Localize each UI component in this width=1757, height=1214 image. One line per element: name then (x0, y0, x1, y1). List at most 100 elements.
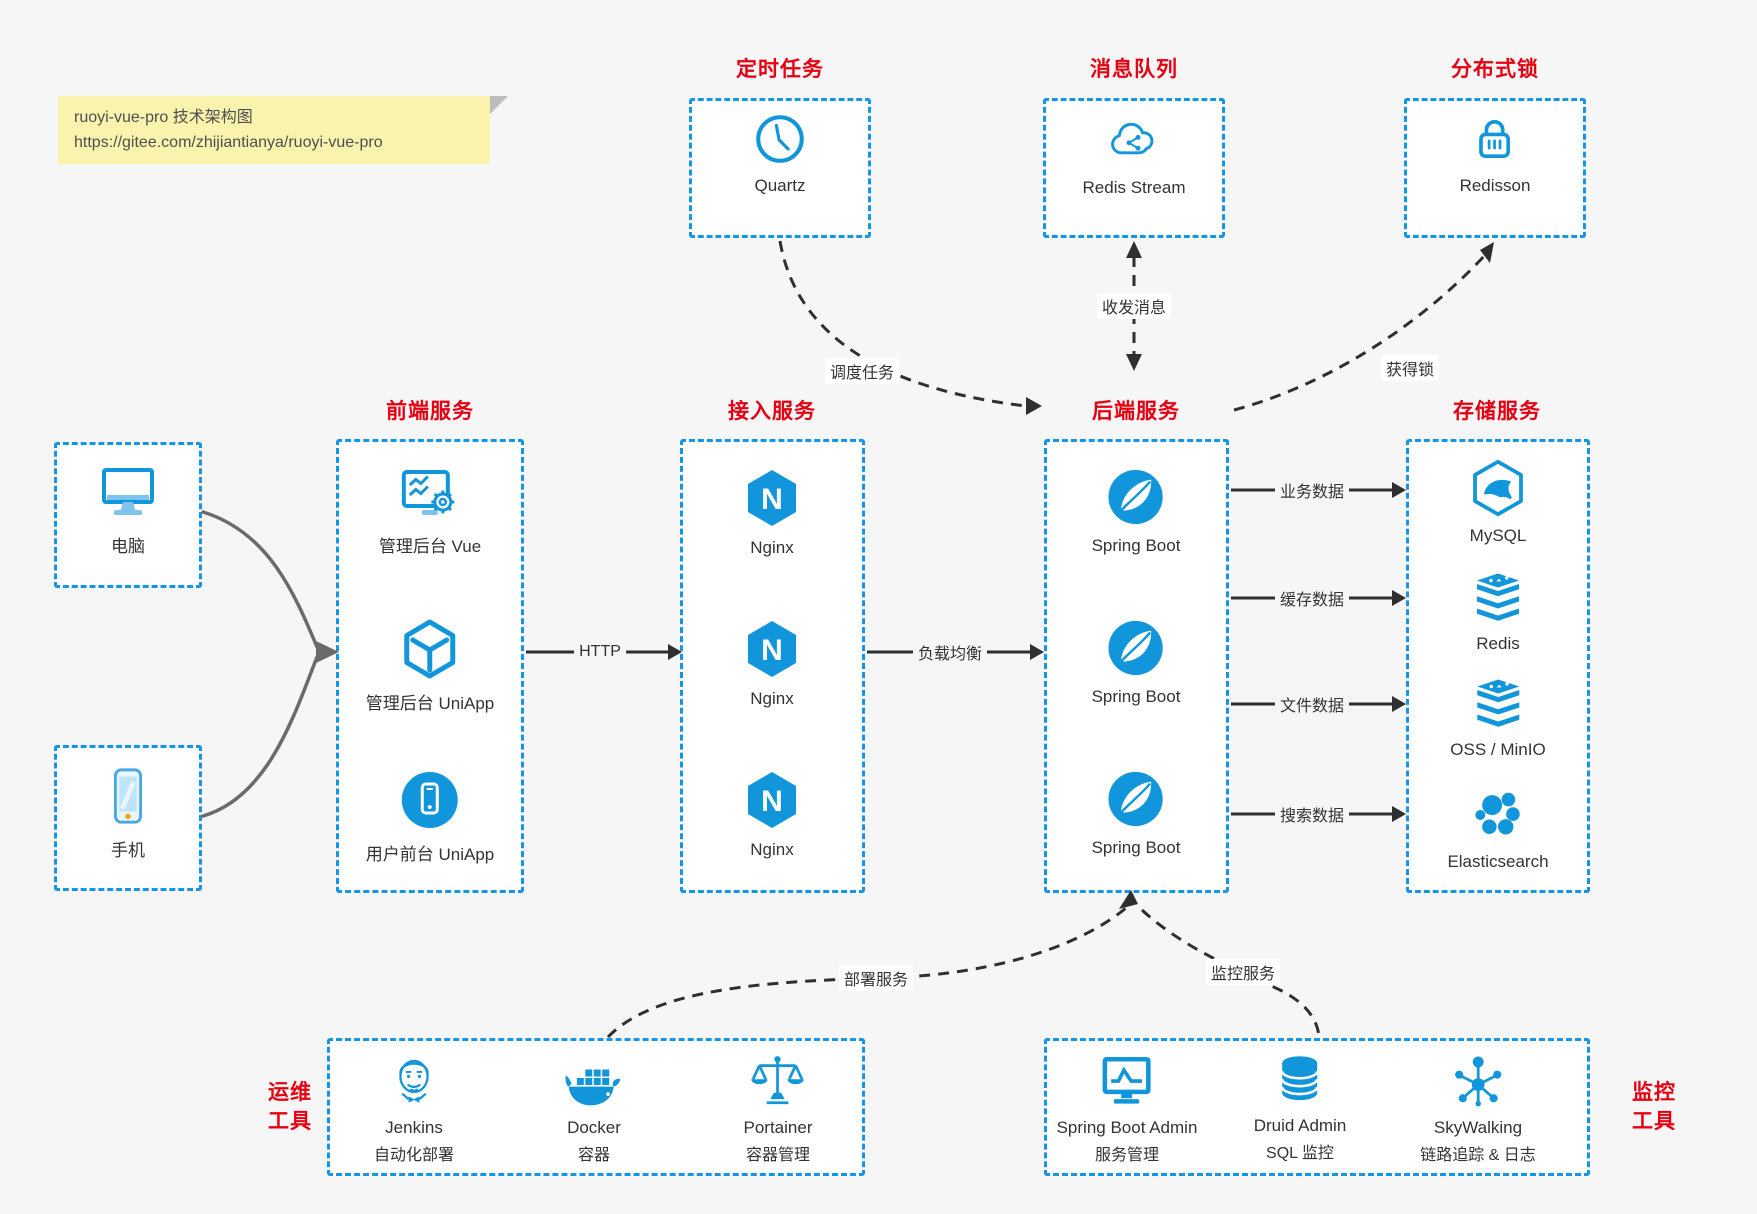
connector-desktop-to-frontend (201, 510, 319, 649)
jenkins-icon (399, 1059, 429, 1103)
node-label: 用户前台 UniApp (365, 845, 495, 864)
node-sublabel: 服务管理 (1094, 1147, 1159, 1164)
box-scheduled-task (689, 98, 871, 238)
elasticsearch-icon (1474, 792, 1520, 835)
connector-schedule-task (778, 240, 1027, 408)
node-label: Druid Admin (1253, 1116, 1347, 1135)
edge-label-load-balance: 负载均衡 (912, 639, 988, 665)
desktop-icon (102, 468, 154, 515)
nginx-icon: N (748, 470, 796, 526)
node-label: Portainer (743, 1118, 813, 1137)
edge-label-business-data: 业务数据 (1274, 477, 1350, 503)
node-redisson: Redisson (1459, 110, 1531, 196)
edge-label-monitor-service: 监控服务 (1205, 959, 1281, 985)
group-title-scheduled-task: 定时任务 (736, 58, 824, 81)
column-title-backend: 后端服务 (1092, 400, 1180, 423)
node-label: OSS / MinIO (1450, 740, 1546, 759)
oss-stack-icon (1476, 679, 1519, 727)
node-label: Redisson (1459, 176, 1531, 195)
node-jenkins: Jenkins 自动化部署 (374, 1052, 454, 1165)
box-desktop-client (54, 442, 202, 588)
mysql-icon (1473, 459, 1523, 517)
node-druid-admin: Druid Admin SQL 监控 (1253, 1052, 1347, 1163)
node-label: Redis Stream (1082, 178, 1186, 197)
portainer-scales-icon (751, 1056, 805, 1105)
edge-label-search-data: 搜索数据 (1274, 801, 1350, 827)
node-label: Spring Boot (1091, 687, 1181, 706)
arrowhead-message-down (1126, 354, 1142, 371)
edge-label-acquire-lock: 获得锁 (1380, 355, 1440, 381)
node-portainer: Portainer 容器管理 (743, 1052, 813, 1165)
node-label: Elasticsearch (1447, 852, 1549, 871)
node-label: 管理后台 Vue (378, 537, 482, 556)
group-title-monitor-tools: 监控 工具 (1612, 1078, 1696, 1136)
column-title-access: 接入服务 (728, 400, 816, 423)
node-label: Spring Boot (1091, 536, 1181, 555)
group-title-message-queue: 消息队列 (1090, 58, 1178, 81)
node-sublabel: 容器管理 (745, 1147, 811, 1164)
node-label: Jenkins (385, 1118, 443, 1137)
node-mobile: 手机 (97, 766, 159, 861)
uniapp-cube-icon (404, 619, 456, 679)
monitor-screen-icon (1102, 1056, 1152, 1104)
svg-text:N: N (761, 785, 783, 818)
node-label: MySQL (1469, 526, 1527, 545)
node-label: Docker (567, 1118, 621, 1137)
column-title-storage: 存储服务 (1453, 400, 1541, 423)
node-admin-vue: 管理后台 Vue (379, 466, 481, 557)
node-mysql: MySQL (1468, 458, 1528, 546)
node-label: SkyWalking (1433, 1118, 1523, 1137)
node-nginx-2: N Nginx (740, 617, 804, 709)
monitor-title-line1: 监控 (1632, 1081, 1676, 1104)
edge-label-deploy-service: 部署服务 (838, 965, 914, 991)
node-label: Nginx (750, 689, 794, 708)
node-sublabel: 链路追踪 & 日志 (1420, 1147, 1536, 1164)
spring-leaf-icon (1108, 469, 1164, 525)
edge-label-http: HTTP (574, 642, 626, 662)
node-sublabel: 自动化部署 (373, 1147, 455, 1164)
node-admin-uniapp: 管理后台 UniApp (366, 617, 494, 714)
arrowhead-search-data (1392, 806, 1406, 822)
arrowhead-file-data (1392, 696, 1406, 712)
node-label: Spring Boot (1091, 838, 1181, 857)
node-skywalking: SkyWalking 链路追踪 & 日志 (1420, 1052, 1536, 1165)
node-sublabel: 容器 (577, 1147, 610, 1164)
spring-leaf-icon (1108, 771, 1164, 827)
ops-title-line1: 运维 (268, 1081, 312, 1104)
cloud-stream-icon (1111, 122, 1154, 155)
node-spring-boot-3: Spring Boot (1091, 768, 1181, 858)
box-message-queue (1043, 98, 1225, 238)
nginx-icon: N (748, 772, 796, 828)
node-redis: Redis (1470, 570, 1526, 654)
arrowhead-message-up (1126, 241, 1142, 258)
monitor-title-line2: 工具 (1632, 1110, 1676, 1133)
svg-text:N: N (761, 634, 783, 667)
arrowhead-load-balance (1030, 644, 1044, 660)
database-icon (1281, 1056, 1319, 1101)
lock-icon (1479, 120, 1511, 159)
phone-icon (113, 768, 143, 824)
node-label: 管理后台 UniApp (365, 694, 495, 713)
admin-vue-icon (402, 470, 455, 515)
redis-stack-icon (1477, 573, 1519, 621)
edge-label-schedule-task: 调度任务 (824, 358, 900, 384)
column-title-frontend: 前端服务 (386, 400, 474, 423)
connector-mobile-to-frontend (201, 655, 319, 818)
node-label: Nginx (750, 840, 794, 859)
node-label: Redis (1476, 634, 1520, 653)
node-nginx-3: N Nginx (740, 768, 804, 860)
docker-whale-icon (565, 1068, 621, 1106)
nginx-icon: N (748, 621, 796, 677)
edge-label-send-receive: 收发消息 (1096, 293, 1172, 319)
node-desktop: 电脑 (96, 462, 160, 557)
edge-label-file-data: 文件数据 (1274, 691, 1350, 717)
node-elasticsearch: Elasticsearch (1447, 786, 1549, 872)
group-title-ops-tools: 运维 工具 (250, 1078, 330, 1136)
clock-icon (756, 115, 804, 163)
user-app-icon (401, 772, 458, 828)
node-label: Quartz (754, 176, 806, 195)
node-oss-minio: OSS / MinIO (1450, 676, 1546, 760)
sticky-note: ruoyi-vue-pro 技术架构图 https://gitee.com/zh… (58, 96, 508, 164)
node-label: Spring Boot Admin (1056, 1118, 1198, 1137)
